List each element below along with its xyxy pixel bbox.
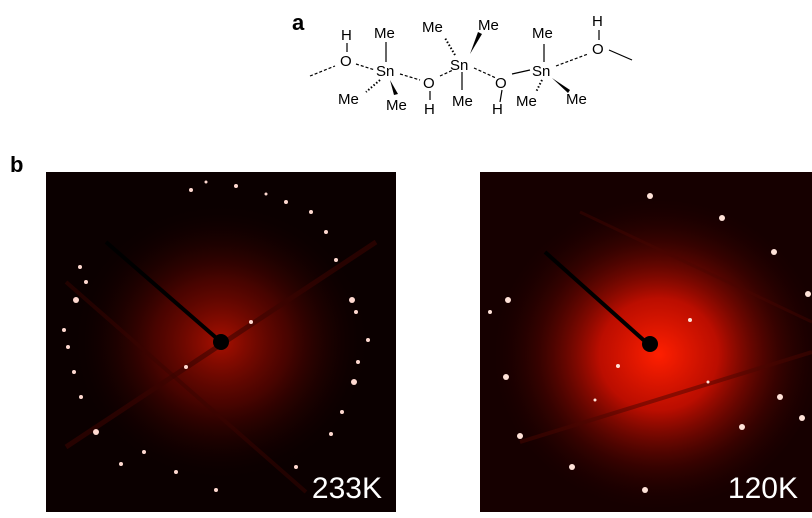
o-right: O [592,41,604,58]
panel-a-label: a [292,10,305,35]
me-sn-left-br: Me [386,97,407,114]
me-sn-mid-bottom: Me [452,93,473,110]
o-mid-left: O [423,75,435,92]
o-mid-right: O [495,75,507,92]
me-sn-left-top: Me [374,25,395,42]
temperature-label-233k: 233K [311,472,382,505]
sn-mid: Sn [450,57,468,74]
sn-right: Sn [532,63,550,80]
diffraction-image-233k: 233K [46,172,396,512]
me-sn-right-br: Me [566,91,587,108]
temperature-label-120k: 120K [727,472,798,505]
o-left: O [340,53,352,70]
diffraction-image-120k: 120K [480,172,812,512]
h-left: H [341,27,352,44]
panel-b-label: b [10,152,24,177]
sn-left: Sn [376,63,394,80]
me-sn-mid-tr: Me [478,17,499,34]
h-mid-right: H [492,101,503,118]
diffraction-pattern-120k [480,172,812,512]
h-right: H [592,13,603,30]
me-sn-mid-tl: Me [422,19,443,36]
h-mid-left: H [424,101,435,118]
me-sn-right-top: Me [532,25,553,42]
diffraction-pattern-233k [46,172,396,512]
chemical-structure: H O Me Sn Me Me O H Me Me Sn Me O H Me S… [309,13,633,118]
me-sn-right-bl: Me [516,93,537,110]
me-sn-left-bl: Me [338,91,359,108]
